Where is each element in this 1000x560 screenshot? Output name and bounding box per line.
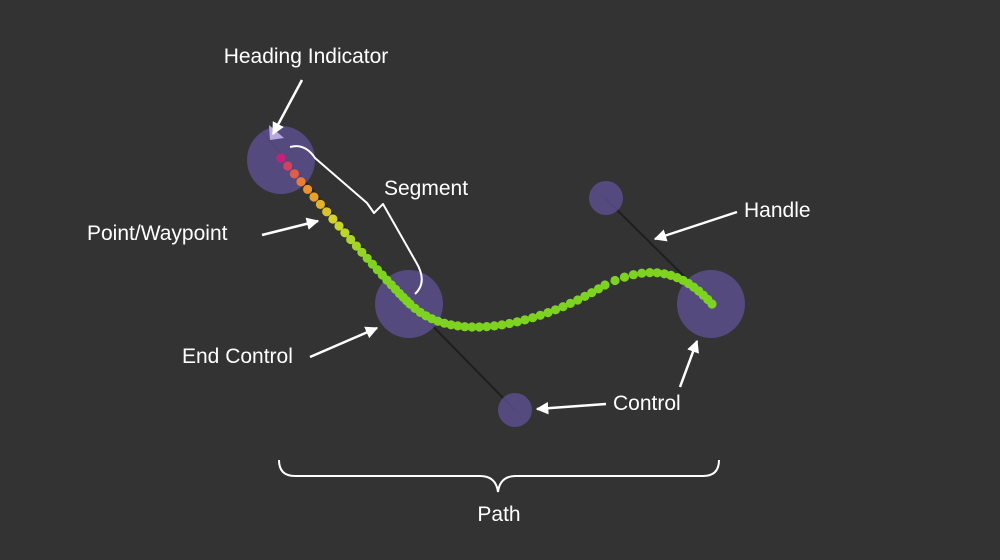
- path-waypoint: [453, 321, 463, 331]
- path-waypoint: [580, 291, 590, 301]
- path-waypoints: [276, 153, 717, 332]
- arrow-control-upper: [678, 339, 699, 388]
- path-waypoint: [351, 241, 361, 251]
- path-waypoint: [303, 184, 313, 194]
- segment-bracket: [289, 145, 423, 295]
- path-waypoint: [707, 299, 717, 309]
- path-waypoint: [600, 280, 610, 290]
- arrow-control-lower: [535, 401, 607, 415]
- path-waypoint: [474, 322, 484, 332]
- path-waypoint: [652, 268, 662, 278]
- label-segment: Segment: [384, 177, 468, 200]
- path-waypoint: [535, 310, 545, 320]
- arrow-point-waypoint: [261, 217, 320, 237]
- path-waypoint: [558, 302, 568, 312]
- arrow-end-control: [309, 326, 379, 359]
- label-path: Path: [477, 503, 520, 526]
- label-point-waypoint: Point/Waypoint: [87, 222, 228, 245]
- arrow-heading-indicator: [271, 79, 304, 136]
- path-waypoint: [637, 268, 647, 278]
- path-waypoint: [573, 295, 583, 305]
- path-waypoint: [296, 177, 306, 187]
- path-waypoint: [467, 322, 477, 332]
- path-waypoint: [346, 234, 356, 245]
- path-waypoint: [446, 320, 456, 330]
- path-waypoint: [497, 320, 507, 330]
- path-waypoint: [504, 318, 515, 329]
- path-waypoint: [489, 321, 499, 331]
- path-waypoint: [619, 272, 630, 282]
- path-waypoint: [340, 228, 350, 238]
- path-waypoint: [610, 275, 620, 286]
- path-waypoint: [550, 305, 561, 315]
- path-waypoint: [328, 214, 338, 224]
- path-waypoint: [587, 288, 597, 298]
- label-end-control: End Control: [182, 345, 293, 368]
- path-waypoint: [460, 322, 470, 332]
- path-waypoint: [628, 270, 639, 280]
- path-waypoint: [565, 298, 576, 308]
- path-bracket: [278, 459, 720, 493]
- path-waypoint: [322, 207, 332, 217]
- path-waypoint: [528, 313, 538, 323]
- label-heading-indicator: Heading Indicator: [224, 45, 389, 68]
- control-handle-lower[interactable]: [498, 393, 532, 427]
- path-waypoint: [543, 308, 553, 318]
- path-waypoint: [645, 268, 655, 278]
- path-waypoint: [283, 161, 293, 171]
- control-handle-upper[interactable]: [589, 181, 623, 215]
- path-waypoint: [315, 199, 325, 209]
- arrow-handle: [653, 210, 738, 242]
- path-waypoint: [512, 317, 522, 327]
- path-waypoint: [357, 247, 367, 257]
- path-waypoint: [289, 169, 299, 179]
- path-waypoint: [309, 192, 319, 202]
- path-waypoint: [482, 322, 492, 332]
- path-waypoint: [334, 221, 344, 231]
- label-control: Control: [613, 392, 681, 415]
- path-waypoint: [520, 315, 530, 325]
- path-waypoint: [276, 153, 286, 163]
- label-handle: Handle: [744, 199, 811, 222]
